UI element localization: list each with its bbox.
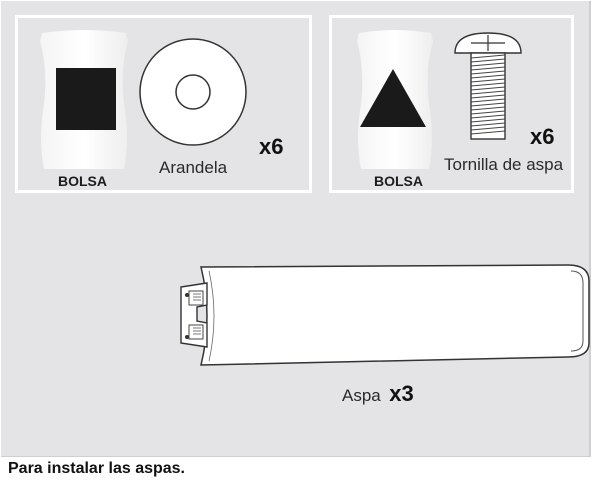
instruction-caption: Para instalar las aspas. xyxy=(8,460,185,477)
triangle-symbol xyxy=(360,69,426,127)
screw-quantity: x6 xyxy=(530,124,555,149)
blade-label: Aspa xyxy=(342,386,381,405)
screw-panel xyxy=(329,15,574,193)
washer-quantity: x6 xyxy=(259,134,284,159)
fan-blade-icon xyxy=(180,264,590,366)
screw-icon xyxy=(454,32,522,140)
washer-panel xyxy=(15,15,312,193)
blade-quantity: x3 xyxy=(389,381,414,406)
bag-label: BOLSA xyxy=(58,173,107,189)
square-symbol xyxy=(56,68,116,130)
blade-caption: Aspa x3 xyxy=(342,381,414,407)
screw-label: Tornilla de aspa xyxy=(444,155,564,174)
washer-label: Arandela xyxy=(159,158,228,177)
bag-label: BOLSA xyxy=(374,173,423,189)
washer-icon xyxy=(139,38,247,146)
hardware-frame: BOLSA Arandela x6 BOLSA xyxy=(1,1,591,477)
